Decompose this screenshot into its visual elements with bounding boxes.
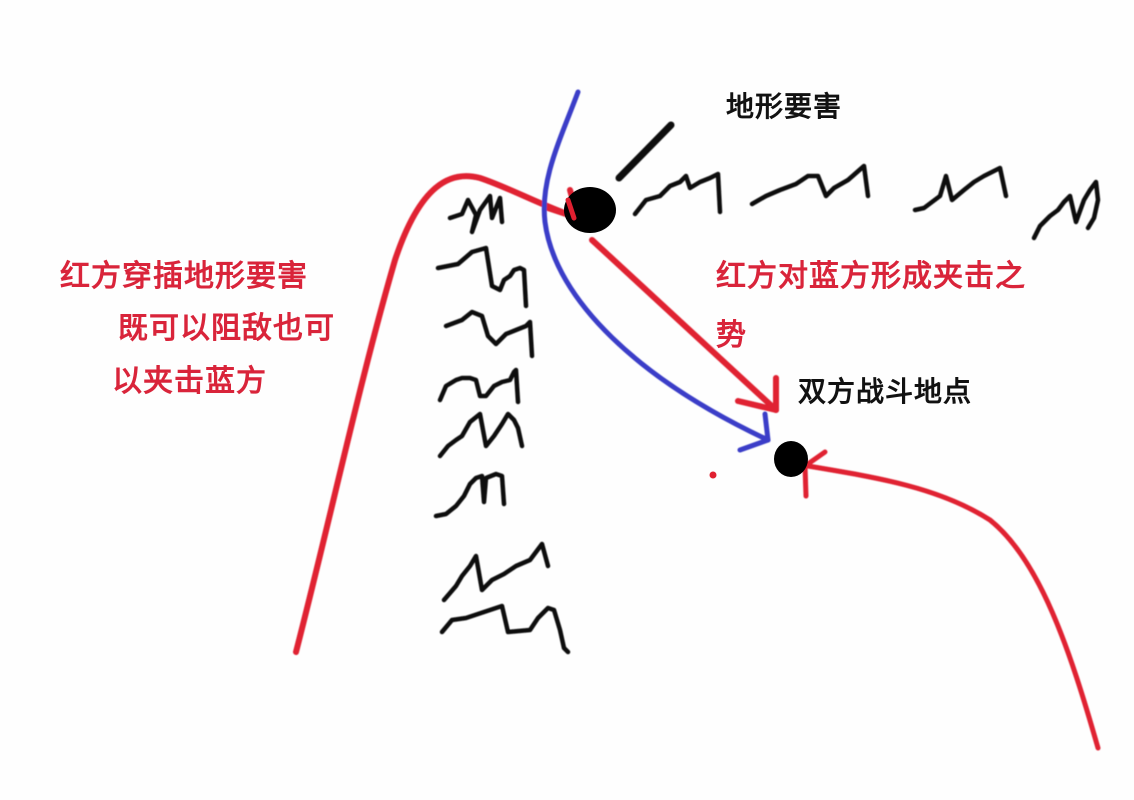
- mountain-icon: [443, 309, 535, 359]
- red-pincer-label-line1: 红方对蓝方形成夹击之: [716, 259, 1026, 294]
- mountain-row: [632, 163, 1101, 241]
- mountain-icon: [435, 245, 529, 309]
- mountain-icon: [912, 165, 1009, 213]
- key-terrain-point: [564, 187, 616, 233]
- mountain-icon: [749, 163, 871, 207]
- red-left-advance-curve: [293, 173, 581, 655]
- red-pincer-arrowhead-icon: [735, 375, 779, 413]
- red-pincer-label-line2: 势: [716, 318, 747, 353]
- mountain-icon: [447, 193, 505, 235]
- red-insert-label-line2: 既可以阻敌也可: [118, 311, 335, 346]
- mountain-icon: [433, 471, 507, 519]
- red-insert-label-line3: 以夹击蓝方: [112, 364, 267, 399]
- mountain-icon: [437, 411, 525, 459]
- mountain-column: [433, 193, 571, 655]
- blue-arrowhead-icon: [737, 411, 771, 453]
- key-terrain-label: 地形要害: [726, 90, 843, 123]
- red-speck: [709, 471, 717, 479]
- blue-advance-curve: [541, 89, 771, 443]
- mountain-icon: [437, 367, 521, 405]
- red-pincer-arrow: [589, 237, 779, 413]
- red-right-arrowhead-icon: [802, 449, 828, 499]
- mountain-icon: [632, 171, 723, 217]
- mountain-icon: [1031, 179, 1101, 241]
- mountain-icon: [441, 541, 551, 603]
- battle-location-label: 双方战斗地点: [798, 375, 973, 408]
- mountain-icon: [439, 603, 571, 655]
- red-right-advance-curve: [805, 463, 1101, 751]
- red-left-arrowhead-tip-icon: [565, 197, 577, 221]
- red-insert-label-line1: 红方穿插地形要害: [60, 259, 308, 294]
- battle-point: [774, 441, 808, 477]
- terrain-ridge-dash: [615, 121, 675, 182]
